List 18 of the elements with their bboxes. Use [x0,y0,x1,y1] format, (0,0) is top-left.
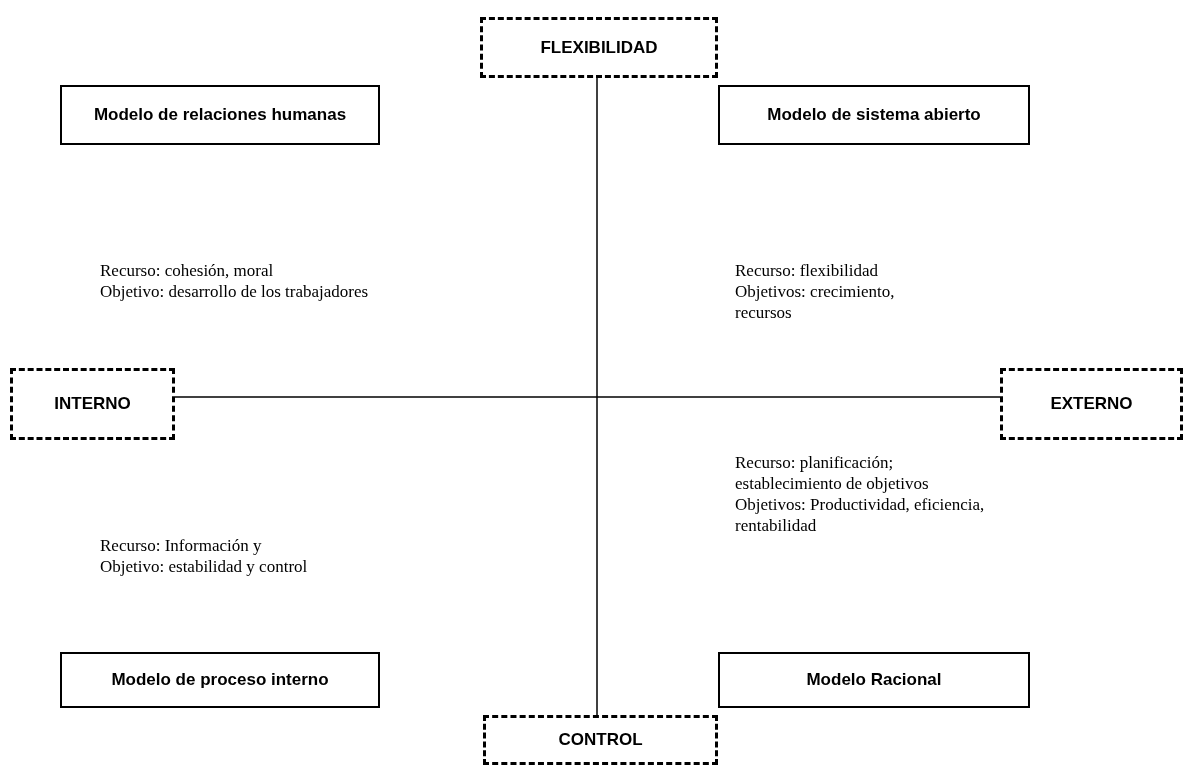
model-box: Modelo de proceso interno [60,652,380,708]
axis-label-box: INTERNO [10,368,175,440]
model-box: Modelo de relaciones humanas [60,85,380,145]
description-text: Recurso: cohesión, moral [100,260,275,281]
description-text: Objetivos: crecimiento, recursos [735,281,896,323]
description-text: Recurso: planificación; establecimiento de objetivos [735,452,930,494]
axis-line [174,396,1001,398]
model-box: Modelo de sistema abierto [718,85,1030,145]
description-text: Recurso: Información y [100,535,263,556]
description-text: Recurso: flexibilidad [735,260,880,281]
axis-label-box: EXTERNO [1000,368,1183,440]
axis-line [596,77,598,716]
axis-label-box: FLEXIBILIDAD [480,17,718,78]
axis-label-box: CONTROL [483,715,718,765]
description-text: Objetivos: Productividad, eficiencia, rentabilidad [735,494,985,536]
description-text: Objetivo: estabilidad y control [100,556,309,577]
model-box: Modelo Racional [718,652,1030,708]
description-text: Objetivo: desarrollo de los trabajadores [100,281,370,302]
